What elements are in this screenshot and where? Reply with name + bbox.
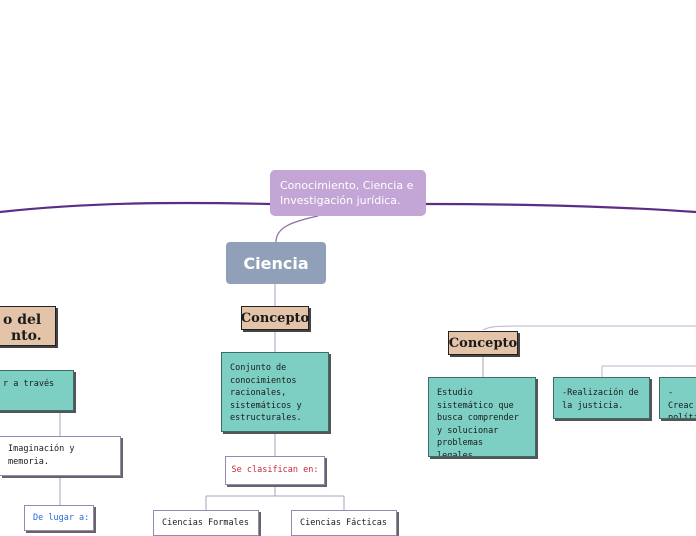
center-concepto-label: Concepto bbox=[240, 310, 310, 326]
center-concepto-tag[interactable]: Concepto bbox=[241, 306, 309, 330]
root-topic-label: Conocimiento, Ciencia e Investigación ju… bbox=[280, 179, 414, 207]
left-white-node[interactable]: Imaginación y memoria. bbox=[0, 436, 121, 476]
right-item-politica[interactable]: -Creac polític bbox=[659, 377, 696, 419]
left-topic-line2: nto. bbox=[11, 328, 42, 344]
formales-node[interactable]: Ciencias Formales bbox=[153, 510, 259, 536]
left-sub-node[interactable]: De lugar a: bbox=[24, 505, 94, 531]
left-white-text: Imaginación y memoria. bbox=[8, 444, 75, 467]
left-topic[interactable]: o del nto. bbox=[0, 306, 56, 346]
left-topic-line1: o del bbox=[3, 312, 42, 328]
left-teal-node[interactable]: r a través bbox=[0, 370, 74, 411]
center-definition[interactable]: Conjunto de conocimientos racionales, si… bbox=[221, 352, 329, 432]
ciencia-label: Ciencia bbox=[243, 253, 309, 273]
left-sub-text: De lugar a: bbox=[33, 513, 90, 523]
right-concepto-tag[interactable]: Concepto bbox=[448, 331, 518, 355]
root-topic[interactable]: Conocimiento, Ciencia e Investigación ju… bbox=[270, 170, 426, 216]
left-teal-text: r a través bbox=[3, 379, 55, 389]
right-definition-text: Estudio sistemático que busca comprender… bbox=[437, 388, 519, 457]
classify-text: Se clasifican en: bbox=[231, 465, 319, 476]
center-definition-text: Conjunto de conocimientos racionales, si… bbox=[230, 363, 302, 423]
ciencia-node[interactable]: Ciencia bbox=[226, 242, 326, 284]
right-item-justicia[interactable]: -Realización de la justicia. bbox=[553, 377, 650, 419]
facticas-node[interactable]: Ciencias Fácticas bbox=[291, 510, 397, 536]
right-item-justicia-text: -Realización de la justicia. bbox=[562, 388, 639, 411]
right-item-politica-text: -Creac polític bbox=[668, 388, 696, 419]
right-definition[interactable]: Estudio sistemático que busca comprender… bbox=[428, 377, 536, 457]
classify-node[interactable]: Se clasifican en: bbox=[225, 456, 325, 485]
right-concepto-label: Concepto bbox=[448, 335, 518, 351]
